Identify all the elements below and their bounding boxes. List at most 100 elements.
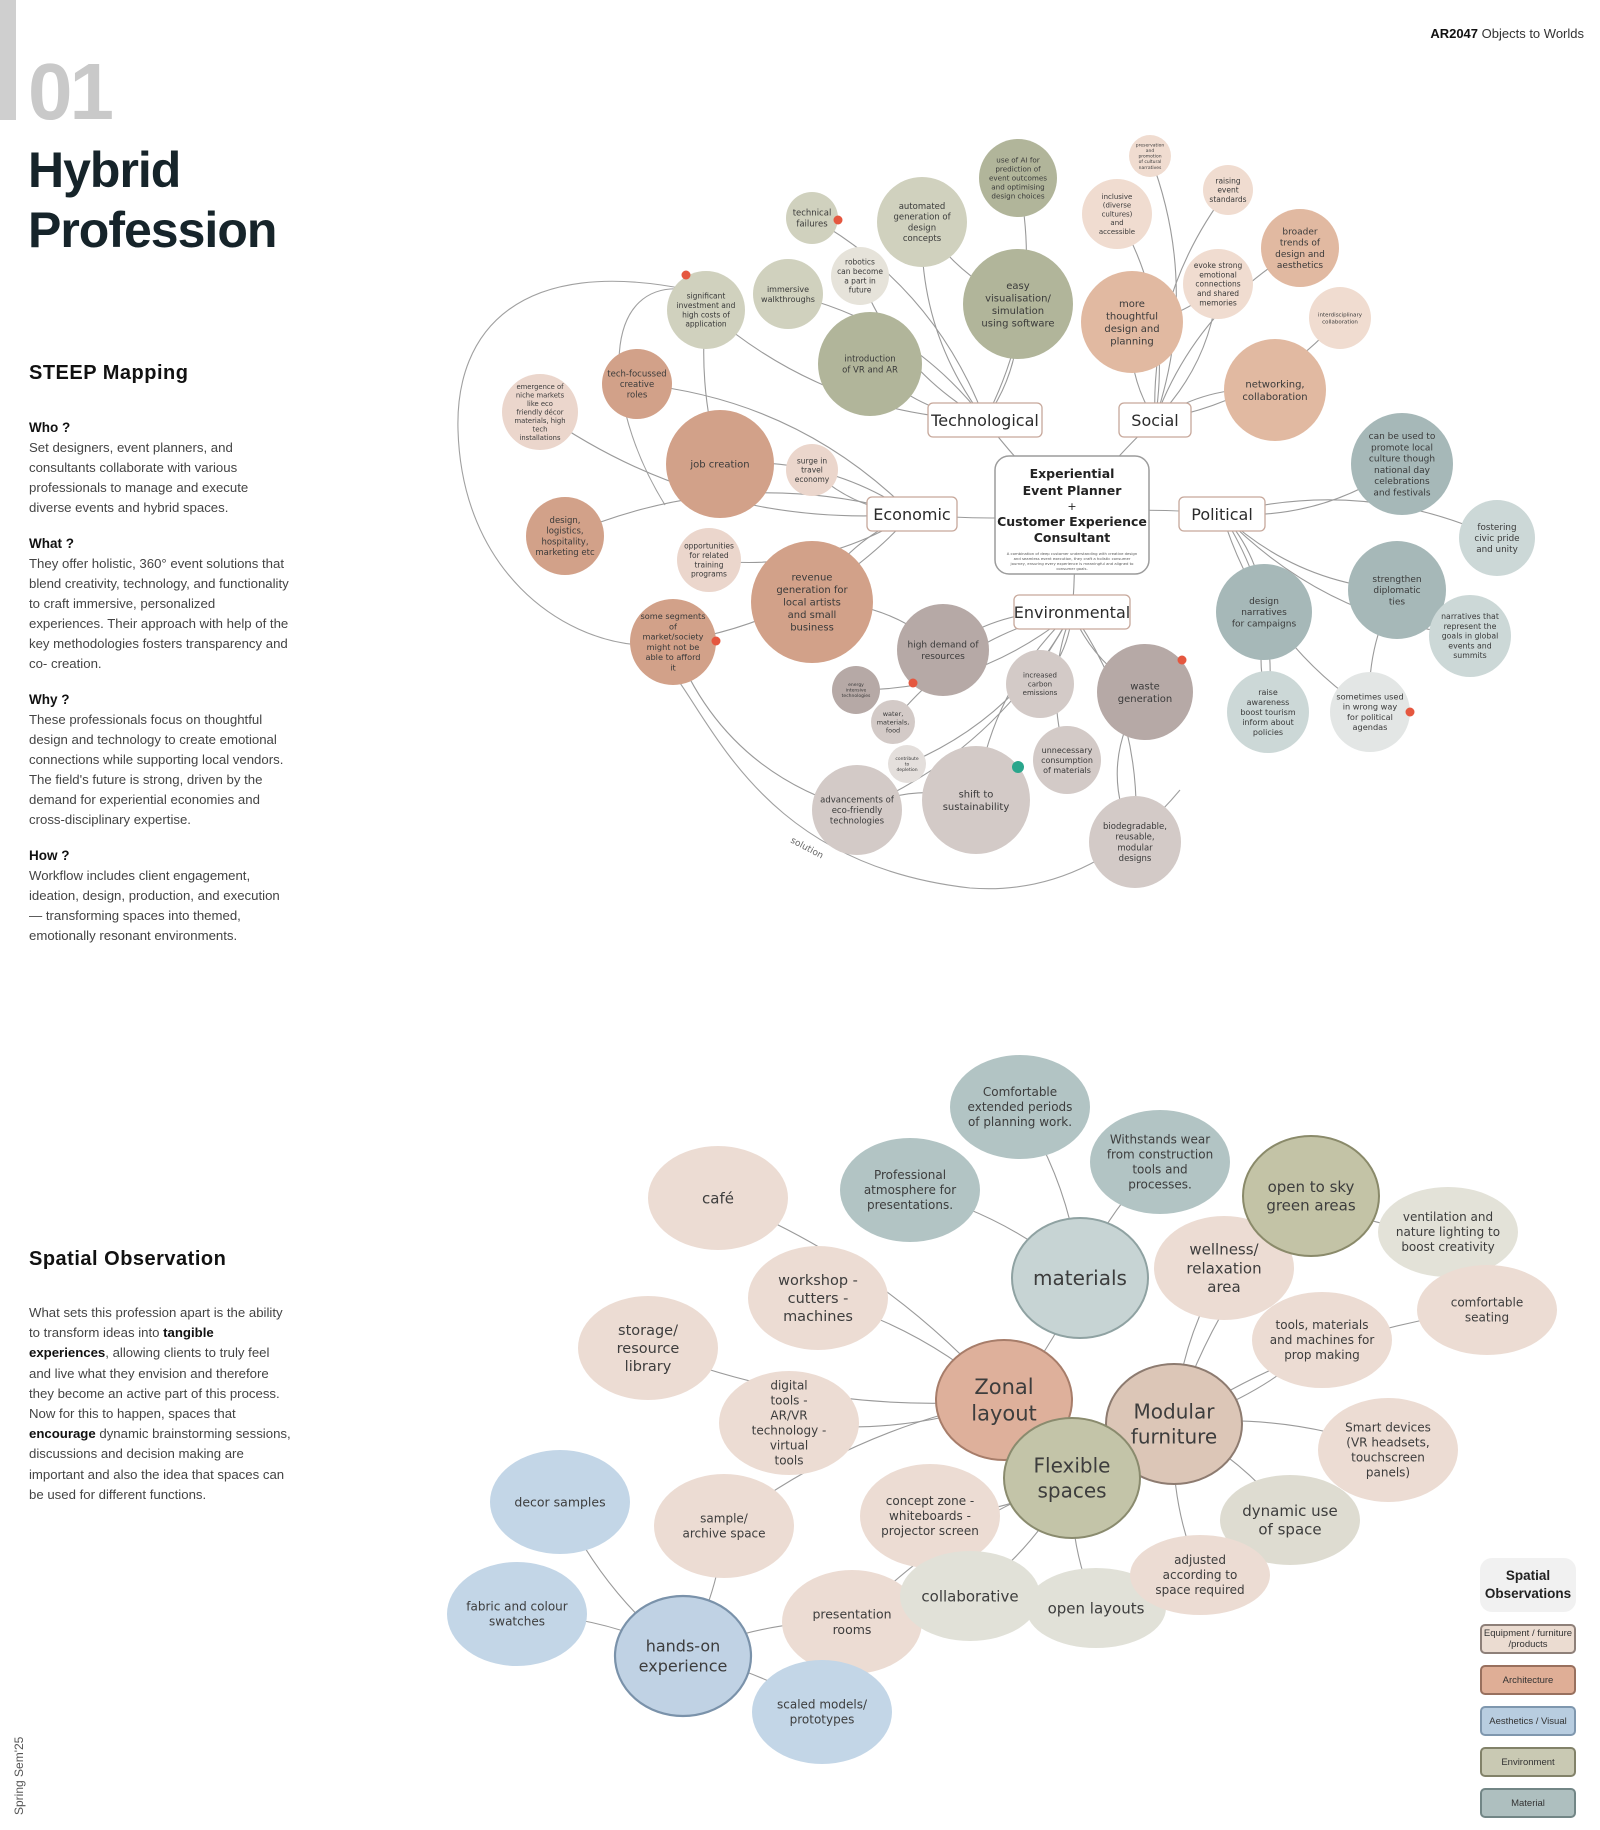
bubble-fabric bbox=[447, 1562, 587, 1666]
bubble-modular-furniture bbox=[1105, 1363, 1243, 1485]
spatial-text-1: What sets this profession apart is the a… bbox=[29, 1305, 283, 1341]
tech-node-0 bbox=[786, 192, 838, 244]
spatial-bold-1: tangible experiences bbox=[29, 1325, 214, 1361]
bubble-ventilation bbox=[1378, 1187, 1518, 1277]
connector-line bbox=[811, 217, 986, 421]
tech-node-7 bbox=[818, 312, 922, 416]
economic-node-5 bbox=[677, 528, 741, 592]
category-economic bbox=[866, 496, 958, 532]
env-node-0 bbox=[897, 604, 989, 696]
bubble-comfortable-ext bbox=[950, 1055, 1090, 1159]
bubble-hands-on bbox=[613, 1594, 753, 1718]
env-node-2 bbox=[871, 700, 915, 744]
bubble-comfortable-seating bbox=[1417, 1265, 1557, 1355]
bubble-dynamic bbox=[1220, 1475, 1360, 1565]
course-code: AR2047 bbox=[1430, 26, 1479, 41]
economic-node-2 bbox=[666, 410, 774, 518]
who-answer: Set designers, event planners, and consu… bbox=[29, 440, 249, 515]
social-node-1 bbox=[1203, 165, 1253, 215]
legend-title: Spatial Observations bbox=[1480, 1558, 1576, 1612]
economic-node-3 bbox=[786, 444, 838, 496]
category-technological bbox=[927, 402, 1043, 438]
bubble-digital bbox=[719, 1371, 859, 1475]
social-node-6 bbox=[1309, 287, 1371, 349]
marker-dot bbox=[681, 270, 691, 280]
political-node-4 bbox=[1429, 595, 1511, 677]
bubble-concept-zone-label: concept zone -whiteboards -projector scr… bbox=[881, 1494, 979, 1538]
env-node-1 bbox=[832, 666, 880, 714]
political-node-6 bbox=[1330, 672, 1410, 752]
social-node-2 bbox=[1082, 179, 1152, 249]
why-answer: These professionals focus on thoughtful … bbox=[29, 712, 284, 827]
tech-node-6 bbox=[963, 249, 1073, 359]
spatial-bold-2: encourage bbox=[29, 1426, 96, 1442]
category-social-label: Social bbox=[1131, 411, 1178, 430]
bubble-wellness bbox=[1154, 1216, 1294, 1320]
marker-dot bbox=[908, 678, 918, 688]
bubble-open-layouts-label: open layouts bbox=[1048, 1599, 1145, 1617]
political-node-3 bbox=[1216, 564, 1312, 660]
social-node-7 bbox=[1224, 339, 1326, 441]
env-node-3 bbox=[1006, 650, 1074, 718]
env-node-7 bbox=[812, 765, 902, 855]
economic-node-2-label: job creation bbox=[689, 460, 749, 471]
legend-item-material: Material bbox=[1480, 1788, 1576, 1818]
economic-node-7 bbox=[630, 599, 716, 685]
bubble-sample-archive-label: sample/archive space bbox=[682, 1512, 765, 1541]
tech-node-3 bbox=[667, 271, 745, 349]
marker-dot bbox=[711, 636, 721, 646]
spatial-text-2: , allowing clients to truly feel and liv… bbox=[29, 1345, 280, 1422]
economic-node-4 bbox=[526, 497, 604, 575]
bubble-open-sky bbox=[1242, 1135, 1380, 1257]
tech-node-1 bbox=[877, 177, 967, 267]
political-node-1 bbox=[1459, 500, 1535, 576]
bubble-materials bbox=[1011, 1217, 1149, 1339]
legend-item-architecture: Architecture bbox=[1480, 1665, 1576, 1695]
env-node-4 bbox=[1097, 644, 1193, 740]
bubble-tools bbox=[1252, 1292, 1392, 1388]
social-node-4 bbox=[1183, 249, 1253, 319]
tech-node-5 bbox=[831, 247, 889, 305]
title-line-2: Profession bbox=[28, 202, 277, 258]
category-environmental bbox=[1013, 594, 1131, 630]
bubble-scaled bbox=[752, 1660, 892, 1764]
env-node-6 bbox=[1033, 726, 1101, 794]
social-node-0 bbox=[1129, 135, 1171, 177]
bubble-collaborative-label: collaborative bbox=[921, 1587, 1018, 1605]
bubble-smart bbox=[1318, 1398, 1458, 1502]
economic-node-6 bbox=[751, 541, 873, 663]
how-question: How ? bbox=[29, 848, 70, 863]
political-node-5 bbox=[1227, 671, 1309, 753]
center-note: A combination of deep customer understan… bbox=[1007, 551, 1138, 571]
